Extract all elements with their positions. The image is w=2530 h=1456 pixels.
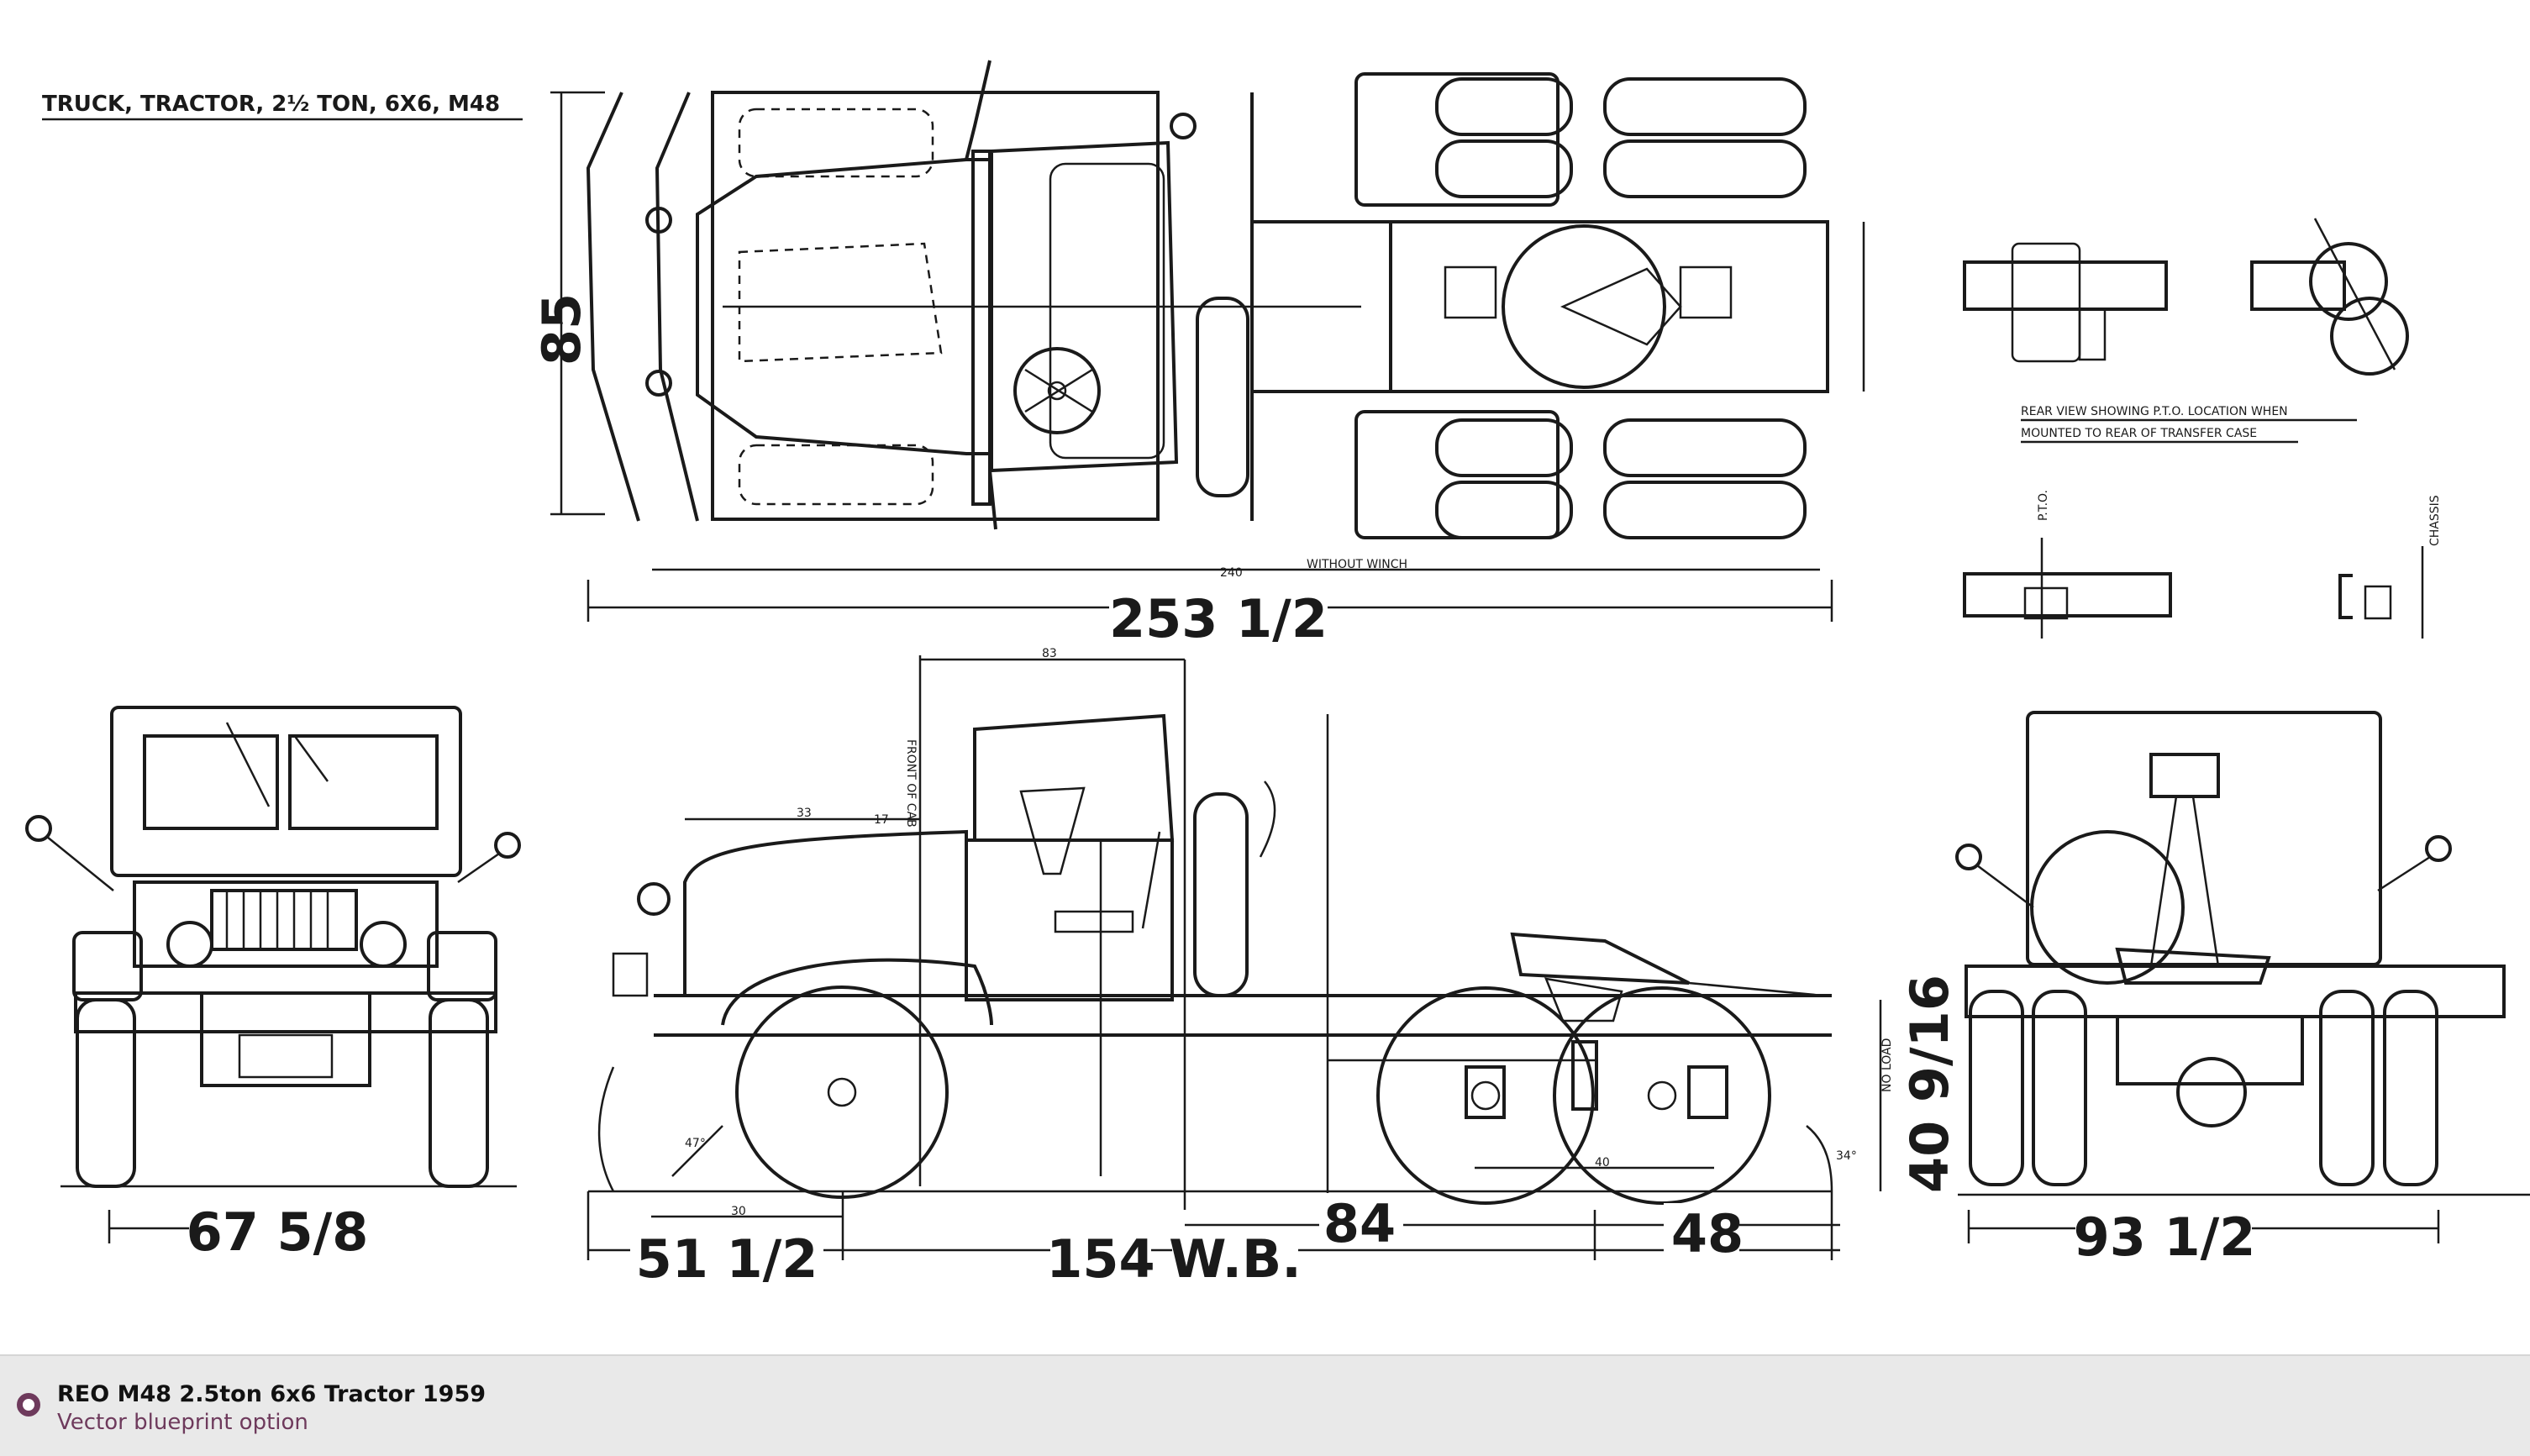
truck-title-label: TRUCK, TRACTOR, 2½ TON, 6X6, M48	[42, 92, 500, 117]
caption-subtitle: Vector blueprint option	[57, 1410, 308, 1435]
rear-width-dimension: 93 1/2	[2074, 1206, 2256, 1268]
caption-title: REO M48 2.5ton 6x6 Tractor 1959	[57, 1381, 487, 1407]
chassis-label: CHASSIS	[2428, 495, 2442, 546]
overall-length-dimension: 253 1/2	[1109, 588, 1328, 649]
pto-note-line-1: REAR VIEW SHOWING P.T.O. LOCATION WHEN	[2021, 405, 2288, 418]
pto-detail: REAR VIEW SHOWING P.T.O. LOCATION WHEN M…	[1963, 218, 2442, 639]
wheelbase-dimension: 154	[1046, 1228, 1155, 1290]
front-track-dimension: 67 5/8	[187, 1201, 369, 1263]
side-small-dim-33: 33	[797, 807, 812, 820]
top-width-dimension: 85	[531, 293, 592, 365]
top-view: 85 240 WITHOUT WINCH 253 1/2	[531, 60, 1865, 649]
no-load-label: NO LOAD	[1880, 1038, 1894, 1092]
front-angle-label: 47°	[685, 1137, 706, 1150]
cab-length-dimension: 83	[1042, 647, 1057, 660]
circle-bullet-icon	[17, 1393, 40, 1417]
rear-view: 93 1/2	[1955, 711, 2530, 1268]
side-small-dim-17: 17	[874, 813, 889, 827]
side-small-dim-30: 30	[731, 1205, 746, 1218]
top-small-dimension: 240	[1220, 566, 1243, 580]
wheelbase-abbreviation: W.B.	[1169, 1228, 1302, 1290]
pto-note-line-2: MOUNTED TO REAR OF TRANSFER CASE	[2021, 427, 2257, 440]
without-winch-label: WITHOUT WINCH	[1307, 558, 1407, 571]
front-overhang-dimension: 51 1/2	[636, 1228, 818, 1290]
front-of-cab-label: FRONT OF CAB	[904, 739, 918, 828]
caption-bar: REO M48 2.5ton 6x6 Tractor 1959 Vector b…	[0, 1354, 2530, 1456]
blueprint-drawing: TRUCK, TRACTOR, 2½ TON, 6X6, M48	[25, 60, 2530, 1290]
side-view: 83 FRONT OF CAB 33 17 30 40 47° 34° NO L…	[586, 647, 1960, 1290]
rear-angle-label: 34°	[1836, 1149, 1857, 1163]
tandem-dimension: 48	[1671, 1203, 1744, 1264]
side-small-dim-40: 40	[1595, 1156, 1610, 1170]
fifth-wheel-height-dimension: 40 9/16	[1899, 975, 1960, 1193]
blueprint-title: TRUCK, TRACTOR, 2½ TON, 6X6, M48	[42, 92, 523, 121]
rear-dimension: 84	[1323, 1193, 1396, 1254]
pto-label: P.T.O.	[2037, 490, 2050, 521]
front-view: 67 5/8	[25, 706, 521, 1263]
